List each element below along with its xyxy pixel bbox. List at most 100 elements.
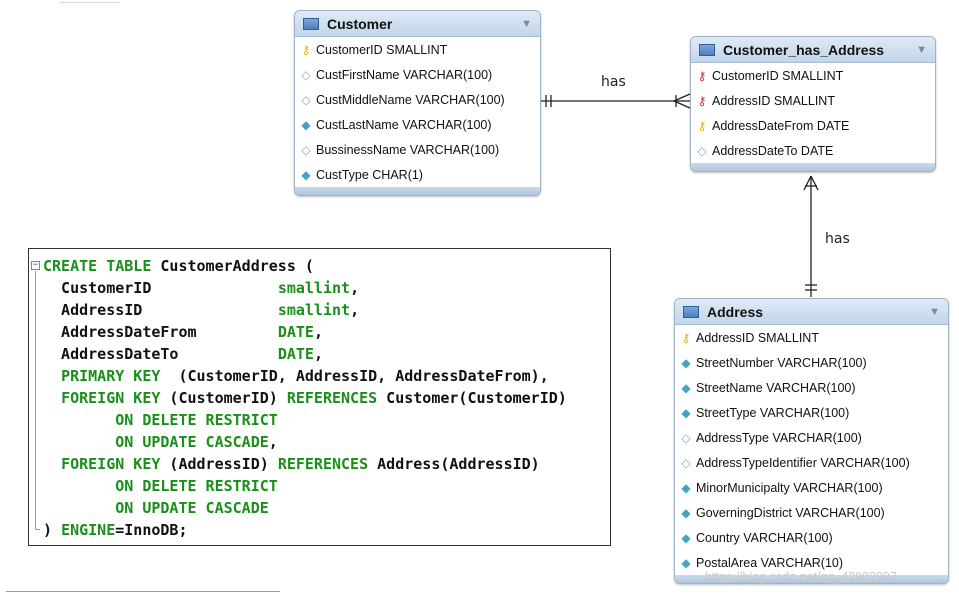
filled-diamond-icon: ◆ xyxy=(681,405,691,420)
column-label: AddressID SMALLINT xyxy=(696,330,819,345)
customer-to-link-relationship xyxy=(540,93,691,109)
code-line: CustomerID smallint, xyxy=(43,279,360,297)
fold-guide-end xyxy=(35,529,40,530)
filled-diamond-icon: ◆ xyxy=(681,380,691,395)
column-row[interactable]: ◆ CustType CHAR(1) xyxy=(295,162,540,187)
column-label: PostalArea VARCHAR(10) xyxy=(696,555,844,570)
hollow-diamond-icon: ◇ xyxy=(301,142,311,157)
hollow-diamond-icon: ◇ xyxy=(697,143,707,158)
column-row[interactable]: ◇ CustMiddleName VARCHAR(100) xyxy=(295,87,540,112)
column-label: Country VARCHAR(100) xyxy=(696,530,833,545)
column-row[interactable]: ⚷ AddressDateFrom DATE xyxy=(691,113,935,138)
column-label: CustomerID SMALLINT xyxy=(712,68,844,83)
filled-diamond-icon: ◆ xyxy=(681,505,691,520)
divider-line xyxy=(6,591,280,592)
code-line: AddressID smallint, xyxy=(43,301,360,319)
hollow-diamond-icon: ◇ xyxy=(681,430,691,445)
primary-key-icon: ⚷ xyxy=(697,118,707,133)
column-row[interactable]: ◆ StreetName VARCHAR(100) xyxy=(675,375,948,400)
code-line: CREATE TABLE CustomerAddress ( xyxy=(43,257,314,275)
table-title: Address xyxy=(707,303,764,320)
filled-diamond-icon: ◆ xyxy=(681,355,691,370)
column-label: StreetType VARCHAR(100) xyxy=(696,405,850,420)
fold-guide-line xyxy=(35,271,36,529)
column-label: CustomerID SMALLINT xyxy=(316,42,448,57)
code-line: ON UPDATE CASCADE xyxy=(115,499,269,517)
code-line: PRIMARY KEY (CustomerID, AddressID, Addr… xyxy=(61,367,549,385)
column-label: CustType CHAR(1) xyxy=(316,167,423,182)
fold-minus-icon[interactable]: − xyxy=(31,260,40,270)
column-row[interactable]: ◆ StreetNumber VARCHAR(100) xyxy=(675,350,948,375)
code-line: ON UPDATE CASCADE, xyxy=(115,433,278,451)
filled-diamond-icon: ◆ xyxy=(681,555,691,570)
hollow-diamond-icon: ◇ xyxy=(301,92,311,107)
foreign-key-icon: ⚷ xyxy=(697,68,707,83)
column-label: AddressTypeIdentifier VARCHAR(100) xyxy=(696,455,910,470)
column-row[interactable]: ◆ GoverningDistrict VARCHAR(100) xyxy=(675,500,948,525)
column-row[interactable]: ⚷ CustomerID SMALLINT xyxy=(691,63,935,88)
code-line: FOREIGN KEY (CustomerID) REFERENCES Cust… xyxy=(61,389,567,407)
code-line: AddressDateTo DATE, xyxy=(43,345,323,363)
code-line: ON DELETE RESTRICT xyxy=(115,411,278,429)
table-header[interactable]: Address ▼ xyxy=(675,299,948,325)
table-header[interactable]: Customer ▼ xyxy=(295,11,540,37)
top-cropped-fragment xyxy=(60,0,120,3)
column-row[interactable]: ◆Country VARCHAR(100) xyxy=(675,525,948,550)
table-footer xyxy=(675,575,948,583)
sql-code-block: − CREATE TABLE CustomerAddress ( Custome… xyxy=(28,248,611,546)
code-line: ) ENGINE=InnoDB; xyxy=(43,521,188,539)
primary-key-icon: ⚷ xyxy=(681,330,691,345)
table-icon xyxy=(303,17,319,30)
column-label: StreetNumber VARCHAR(100) xyxy=(696,355,867,370)
column-row[interactable]: ◇ CustFirstName VARCHAR(100) xyxy=(295,62,540,87)
filled-diamond-icon: ◆ xyxy=(681,480,691,495)
customer-table[interactable]: Customer ▼ ⚷ CustomerID SMALLINT ◇ CustFirs… xyxy=(294,10,541,196)
address-table[interactable]: Address ▼ ⚷ AddressID SMALLINT ◆ StreetNumb… xyxy=(674,298,949,584)
code-line: FOREIGN KEY (AddressID) REFERENCES Addre… xyxy=(61,455,540,473)
table-header[interactable]: Customer_has_Address ▼ xyxy=(691,37,935,63)
foreign-key-icon: ⚷ xyxy=(697,93,707,108)
chevron-down-icon[interactable]: ▼ xyxy=(929,305,940,318)
column-label: AddressDateTo DATE xyxy=(712,143,834,158)
table-icon xyxy=(683,305,699,318)
column-row[interactable]: ⚷ CustomerID SMALLINT xyxy=(295,37,540,62)
table-footer xyxy=(295,187,540,195)
column-label: AddressType VARCHAR(100) xyxy=(696,430,862,445)
column-label: CustFirstName VARCHAR(100) xyxy=(316,67,493,82)
hollow-diamond-icon: ◇ xyxy=(301,67,311,82)
column-row[interactable]: ⚷ AddressID SMALLINT xyxy=(675,325,948,350)
column-row[interactable]: ◇ AddressType VARCHAR(100) xyxy=(675,425,948,450)
chevron-down-icon[interactable]: ▼ xyxy=(521,17,532,30)
table-icon xyxy=(699,43,715,56)
column-row[interactable]: ⚷ AddressID SMALLINT xyxy=(691,88,935,113)
relation-label-top: has xyxy=(601,74,626,90)
column-label: GoverningDistrict VARCHAR(100) xyxy=(696,505,885,520)
column-label: AddressID SMALLINT xyxy=(712,93,835,108)
column-row[interactable]: ◆ MinorMunicipalty VARCHAR(100) xyxy=(675,475,948,500)
column-label: MinorMunicipalty VARCHAR(100) xyxy=(696,480,883,495)
column-label: CustLastName VARCHAR(100) xyxy=(316,117,492,132)
column-label: AddressDateFrom DATE xyxy=(712,118,850,133)
column-label: CustMiddleName VARCHAR(100) xyxy=(316,92,505,107)
code-gutter: − xyxy=(29,249,43,545)
customer-has-address-table[interactable]: Customer_has_Address ▼ ⚷ CustomerID SMALL… xyxy=(690,36,936,172)
column-row[interactable]: ◆ CustLastName VARCHAR(100) xyxy=(295,112,540,137)
code-line: AddressDateFrom DATE, xyxy=(43,323,323,341)
hollow-diamond-icon: ◇ xyxy=(681,455,691,470)
filled-diamond-icon: ◆ xyxy=(301,117,311,132)
column-row[interactable]: ◆ StreetType VARCHAR(100) xyxy=(675,400,948,425)
column-row[interactable]: ◇ AddressTypeIdentifier VARCHAR(100) xyxy=(675,450,948,475)
address-to-link-relationship xyxy=(803,175,819,297)
column-label: BussinessName VARCHAR(100) xyxy=(316,142,500,157)
table-footer xyxy=(691,163,935,171)
column-row[interactable]: ◇ BussinessName VARCHAR(100) xyxy=(295,137,540,162)
filled-diamond-icon: ◆ xyxy=(301,167,311,182)
column-row[interactable]: ◇ AddressDateTo DATE xyxy=(691,138,935,163)
watermark-text: https://blog.csdn.net/qq_42902997 xyxy=(705,570,897,584)
primary-key-icon: ⚷ xyxy=(301,42,311,57)
chevron-down-icon[interactable]: ▼ xyxy=(916,43,927,56)
column-row[interactable]: ◆ PostalArea VARCHAR(10) xyxy=(675,550,948,575)
relation-label-right: has xyxy=(825,231,850,247)
column-label: StreetName VARCHAR(100) xyxy=(696,380,856,395)
